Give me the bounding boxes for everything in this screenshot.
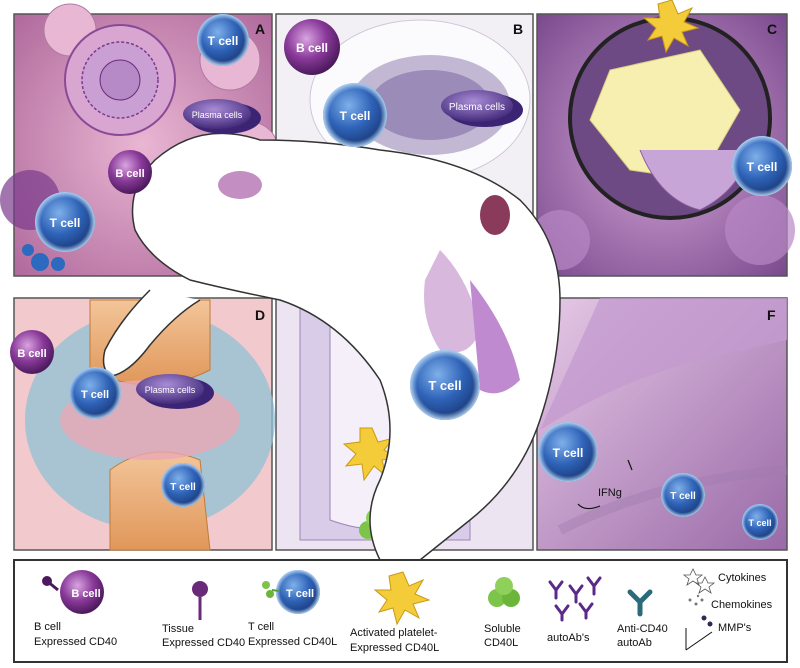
svg-text:T cell: T cell	[248, 621, 274, 633]
t-cell: T cell	[35, 192, 95, 252]
panel-letter: F	[767, 307, 776, 323]
svg-text:T cell: T cell	[170, 482, 196, 493]
svg-text:Expressed CD40: Expressed CD40	[34, 636, 117, 648]
svg-text:Plasma cells: Plasma cells	[192, 110, 243, 120]
t-cell: T cell	[732, 136, 792, 196]
svg-text:T cell: T cell	[748, 518, 771, 528]
svg-text:Expressed CD40L: Expressed CD40L	[350, 642, 439, 654]
svg-text:MMP's: MMP's	[718, 622, 752, 634]
svg-text:T cell: T cell	[81, 389, 109, 401]
t-cell: T cell	[742, 504, 778, 540]
svg-text:autoAb: autoAb	[617, 637, 652, 649]
t-cell: T cell	[323, 83, 387, 147]
t-cell: T cell	[410, 350, 480, 420]
t-cell: T cell	[69, 367, 121, 419]
legend: B cell B cell Expressed CD40 Tissue Expr…	[14, 560, 787, 662]
svg-text:Activated platelet-: Activated platelet-	[350, 627, 438, 639]
panel-letter: C	[767, 21, 777, 37]
svg-text:Plasma cells: Plasma cells	[145, 385, 196, 395]
b-cell: B cell	[108, 150, 152, 194]
panel-letter: B	[513, 21, 523, 37]
svg-text:Anti-CD40: Anti-CD40	[617, 623, 668, 635]
svg-text:Tissue: Tissue	[162, 623, 194, 635]
b-cell: B cell	[10, 330, 54, 374]
ifng-label: IFNg	[598, 487, 622, 499]
svg-text:Plasma cells: Plasma cells	[449, 102, 505, 113]
svg-text:T cell: T cell	[286, 588, 314, 600]
panel-letter: A	[255, 21, 265, 37]
svg-text:Expressed CD40L: Expressed CD40L	[248, 636, 337, 648]
svg-text:Soluble: Soluble	[484, 623, 521, 635]
svg-text:B cell: B cell	[17, 348, 46, 360]
svg-text:T cell: T cell	[670, 491, 696, 502]
svg-text:B cell: B cell	[34, 621, 61, 633]
panel-letter: D	[255, 307, 265, 323]
b-cell: B cell	[284, 19, 340, 75]
svg-text:CD40L: CD40L	[484, 637, 518, 649]
svg-text:T cell: T cell	[553, 446, 584, 460]
svg-text:Expressed CD40: Expressed CD40	[162, 637, 245, 649]
t-cell: T cell	[197, 14, 249, 66]
svg-text:T cell: T cell	[208, 34, 239, 48]
svg-text:Chemokines: Chemokines	[711, 599, 773, 611]
svg-text:B cell: B cell	[71, 588, 100, 600]
svg-text:Cytokines: Cytokines	[718, 572, 767, 584]
svg-text:T cell: T cell	[340, 109, 371, 123]
svg-text:B cell: B cell	[115, 168, 144, 180]
t-cell: T cell	[161, 463, 205, 507]
t-cell: T cell	[538, 422, 598, 482]
svg-text:autoAb's: autoAb's	[547, 632, 590, 644]
svg-text:T cell: T cell	[428, 378, 461, 393]
svg-text:T cell: T cell	[747, 160, 778, 174]
svg-text:T cell: T cell	[50, 216, 81, 230]
svg-text:B cell: B cell	[296, 41, 328, 55]
t-cell: T cell	[661, 473, 705, 517]
